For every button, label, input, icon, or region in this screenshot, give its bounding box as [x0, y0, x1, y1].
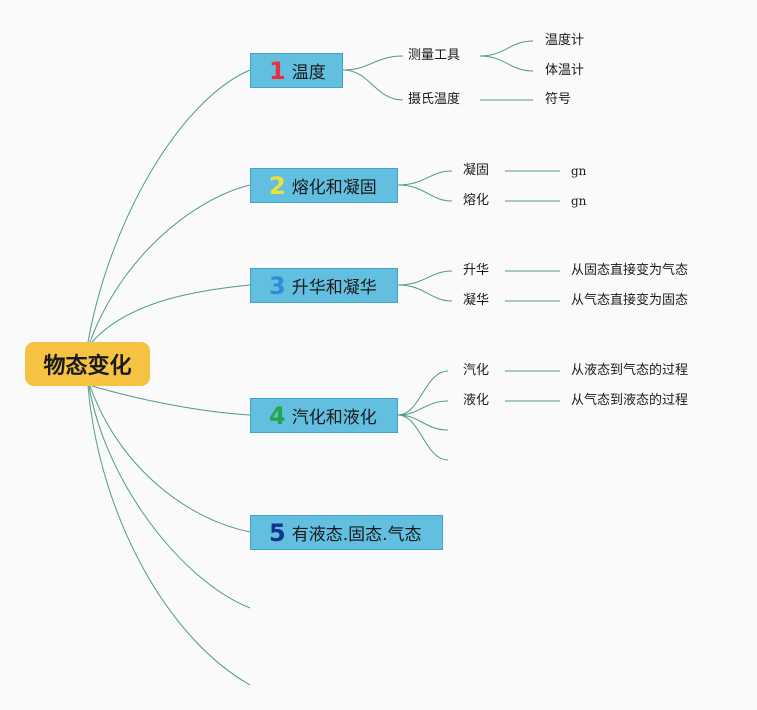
leaf-melting-gn[interactable]: gn: [571, 194, 587, 208]
connector-root-empty-1: [88, 385, 251, 609]
leaf-sublimation-desc[interactable]: 从固态直接变为气态: [571, 263, 689, 278]
topic-number-5: 5: [269, 518, 286, 547]
root-node[interactable]: 物态变化: [25, 342, 150, 386]
connector-t2-melt: [397, 184, 453, 202]
subtopic-freezing[interactable]: 凝固: [463, 163, 490, 178]
topic-label: 有液态.固态.气态: [291, 525, 422, 545]
topic-label: 汽化和液化: [291, 408, 377, 428]
connector-root-topic-3: [91, 284, 251, 343]
leaf-freezing-gn[interactable]: gn: [571, 164, 587, 178]
topic-number-2: 2: [269, 171, 286, 200]
connector-t4-liquefy: [397, 400, 449, 416]
connector-root-topic-2: [89, 184, 251, 343]
topic-label: 温度: [291, 63, 326, 83]
leaf-vaporization-desc[interactable]: 从液态到气态的过程: [571, 363, 689, 378]
subtopic-liquefaction[interactable]: 液化: [463, 393, 490, 408]
topic-number-4: 4: [269, 401, 286, 430]
connector-t1-thermometer: [479, 40, 534, 57]
topic-melting-freezing[interactable]: 2 熔化和凝固: [250, 168, 398, 203]
topic-label: 熔化和凝固: [291, 178, 377, 198]
leaf-clinical-thermometer[interactable]: 体温计: [545, 63, 585, 78]
connector-t1-measure: [342, 55, 404, 71]
subtopic-measuring-tools[interactable]: 测量工具: [408, 48, 461, 63]
subtopic-melting[interactable]: 熔化: [463, 193, 490, 208]
topic-temperature[interactable]: 1 温度: [250, 53, 343, 88]
connector-root-topic-4: [91, 385, 251, 416]
topic-label: 升华和凝华: [291, 278, 377, 298]
root-label: 物态变化: [43, 354, 132, 379]
leaf-thermometer[interactable]: 温度计: [545, 33, 585, 48]
connector-root-empty-2: [87, 385, 251, 686]
connector-root-topic-5: [89, 385, 251, 533]
leaf-liquefaction-desc[interactable]: 从气态到液态的过程: [571, 393, 689, 408]
leaf-symbol[interactable]: 符号: [545, 92, 572, 107]
connector-t1-clinical: [479, 55, 534, 72]
connector-t2-freeze: [397, 170, 453, 186]
leaf-deposition-desc[interactable]: 从气态直接变为固态: [571, 293, 689, 308]
topic-states-of-matter[interactable]: 5 有液态.固态.气态: [250, 515, 443, 550]
connector-t3-sublimation: [397, 270, 453, 286]
connector-t1-celsius: [342, 69, 404, 101]
connector-t3-deposition: [397, 284, 453, 302]
connector-root-topic-1: [87, 69, 251, 343]
subtopic-deposition[interactable]: 凝华: [463, 293, 490, 308]
connector-t4-empty-2: [397, 414, 449, 461]
topic-vaporization-liquefaction[interactable]: 4 汽化和液化: [250, 398, 398, 433]
subtopic-celsius[interactable]: 摄氏温度: [408, 92, 461, 107]
connector-t4-vaporize: [397, 370, 449, 416]
subtopic-vaporization[interactable]: 汽化: [463, 363, 490, 378]
subtopic-sublimation[interactable]: 升华: [463, 263, 490, 278]
topic-number-1: 1: [269, 56, 286, 85]
topic-number-3: 3: [269, 271, 286, 300]
topic-sublimation-deposition[interactable]: 3 升华和凝华: [250, 268, 398, 303]
